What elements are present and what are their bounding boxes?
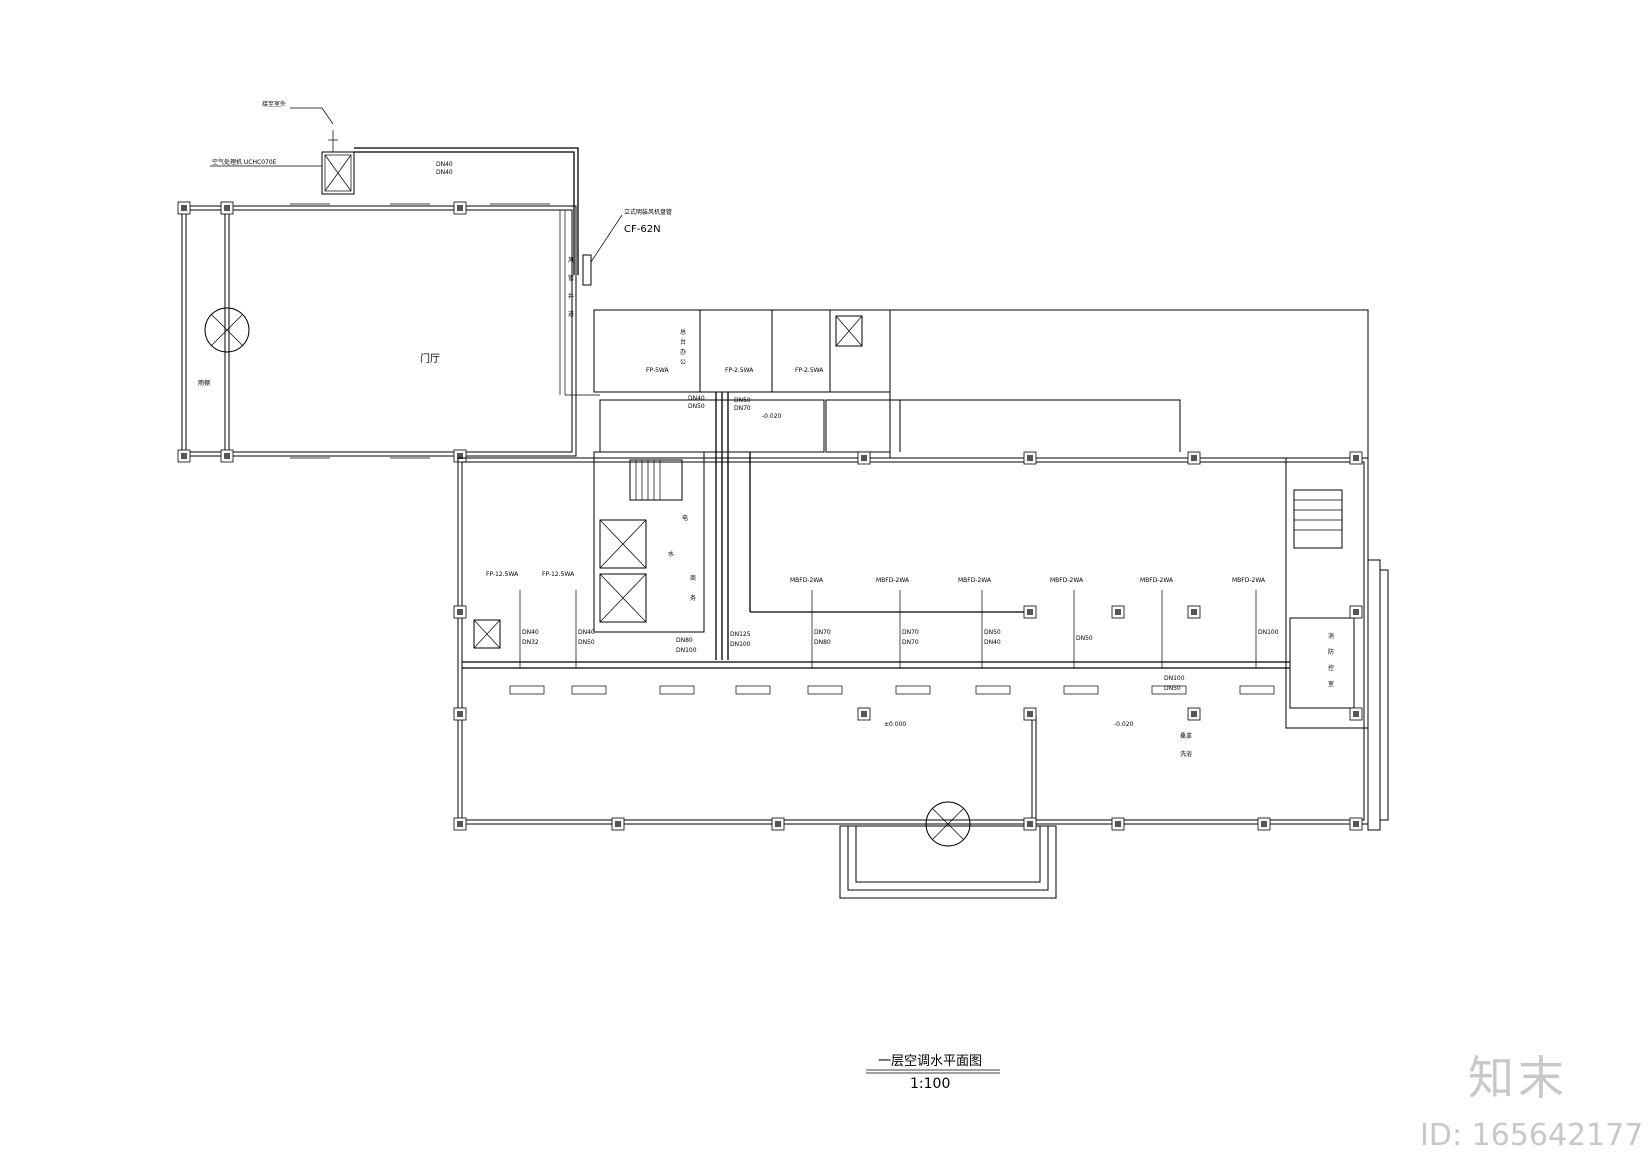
pipe-shaft-char-4: 道	[568, 310, 574, 318]
main-pipe-size-1: DN40	[522, 629, 539, 636]
elevation-level-1: -0.020	[762, 413, 782, 420]
lobby-wing-walls	[181, 205, 600, 457]
stair-and-elevators	[593, 451, 705, 633]
fire-char-2: 防	[1328, 648, 1334, 656]
fire-char-3: 控	[1328, 664, 1334, 672]
main-hall-columns	[453, 451, 1363, 831]
leisure-label-1: 桑拿	[1180, 732, 1192, 740]
fp-top-3-label: FP-2.5WA	[795, 367, 824, 374]
main-pipe-size-3: DN40	[578, 629, 595, 636]
main-pipe-size-13: DN50	[984, 629, 1001, 636]
room-label-hall: 门厅	[420, 352, 440, 365]
watermark-id: ID: 165642177	[1420, 1118, 1644, 1153]
fire-char-4: 室	[1328, 680, 1334, 688]
fcu-tag-5: MBFD-2WA	[1140, 577, 1174, 584]
fcu-tag-4: MBFD-2WA	[1050, 577, 1084, 584]
main-pipe-size-2: DN32	[522, 639, 539, 646]
main-pipe-size-16: DN100	[1164, 675, 1185, 682]
main-pipe-size-9: DN70	[814, 629, 831, 636]
main-pipe-size-6: DN100	[676, 647, 697, 654]
shop-char-1: 商	[690, 574, 696, 582]
fp-top-1-label: FP-5WA	[646, 367, 670, 374]
ahu-pipe-size-2: DN40	[436, 169, 453, 176]
ahu-supply-pipe	[354, 147, 579, 275]
drawing-scale: 1:100	[910, 1076, 950, 1092]
office-char-1: 总	[680, 328, 686, 336]
pipe-shaft-char-3: 井	[568, 292, 574, 300]
office-block-walls	[593, 309, 1369, 459]
elevation-level-2: ±0.000	[884, 721, 906, 728]
main-hall-walls	[457, 457, 1389, 831]
main-pipe-size-7: DN125	[730, 631, 751, 638]
lobby-columns	[177, 201, 467, 463]
fcu-tag-3: MBFD-2WA	[958, 577, 992, 584]
watermark-brand: 知末	[1468, 1051, 1568, 1105]
fp-left-2-label: FP-12.5WA	[542, 571, 575, 578]
pipe-shaft-char-1: 风	[568, 257, 574, 264]
fp-top-2-label: FP-2.5WA	[725, 367, 754, 374]
shop-char-2: 务	[690, 594, 696, 602]
fcu-tag-2: MBFD-2WA	[876, 577, 910, 584]
equipment-model-label: CF-62N	[624, 224, 661, 235]
equipment-name-label: 立式明装风机盘管	[624, 208, 672, 216]
elec-room-label: 电	[682, 514, 688, 522]
leisure-label-2: 洗浴	[1180, 750, 1192, 758]
main-pipe-size-15: DN50	[1076, 635, 1093, 642]
ahu-pipe-size-1: DN40	[436, 161, 453, 168]
office-char-4: 公	[680, 359, 686, 366]
lobby-windows	[290, 203, 550, 459]
fp-left-1-label: FP-12.5WA	[486, 571, 519, 578]
elevation-level-3: -0.020	[1114, 721, 1134, 728]
air-handler-unit	[290, 107, 355, 195]
main-pipe-size-14: DN40	[984, 639, 1001, 646]
core-risers	[715, 392, 1036, 660]
lower-left-unit	[473, 619, 501, 649]
main-pipe-size-4: DN50	[578, 639, 595, 646]
top-pipe-size-4: DN70	[734, 405, 751, 412]
entrance-canopy	[839, 801, 1057, 899]
water-room-label: 水	[668, 550, 674, 558]
fcu-tag-6: MBFD-2WA	[1232, 577, 1266, 584]
main-pipe-size-18: DN100	[1258, 629, 1279, 636]
office-char-3: 办	[680, 348, 686, 356]
pipe-shaft-char-2: 管	[568, 274, 574, 282]
top-pipe-size-3: DN50	[734, 397, 751, 404]
main-pipe-size-8: DN100	[730, 641, 751, 648]
fire-char-1: 消	[1328, 632, 1334, 640]
main-pipe-size-10: DN80	[814, 639, 831, 646]
vertical-fan-coil	[582, 214, 623, 286]
main-pipe-size-17: DN50	[1164, 685, 1181, 692]
room-label-canopy: 雨棚	[198, 379, 210, 387]
main-pipe-size-12: DN70	[902, 639, 919, 646]
main-pipe-size-5: DN80	[676, 637, 693, 644]
main-supply-return	[462, 661, 1290, 669]
fan-coil-units-row	[509, 685, 1275, 695]
fan-coil-branches	[519, 590, 1257, 668]
top-pipe-size-2: DN50	[688, 403, 705, 410]
drawing-title: 一层空调水平面图	[878, 1054, 982, 1069]
outdoor-note-label: 接至室外	[262, 100, 286, 108]
main-pipe-size-11: DN70	[902, 629, 919, 636]
fcu-tag-1: MBFD-2WA	[790, 577, 824, 584]
office-char-2: 台	[680, 338, 686, 346]
top-pipe-size-1: DN40	[688, 395, 705, 402]
air-handler-label: 空气处理机 UCHC070E	[212, 158, 277, 166]
